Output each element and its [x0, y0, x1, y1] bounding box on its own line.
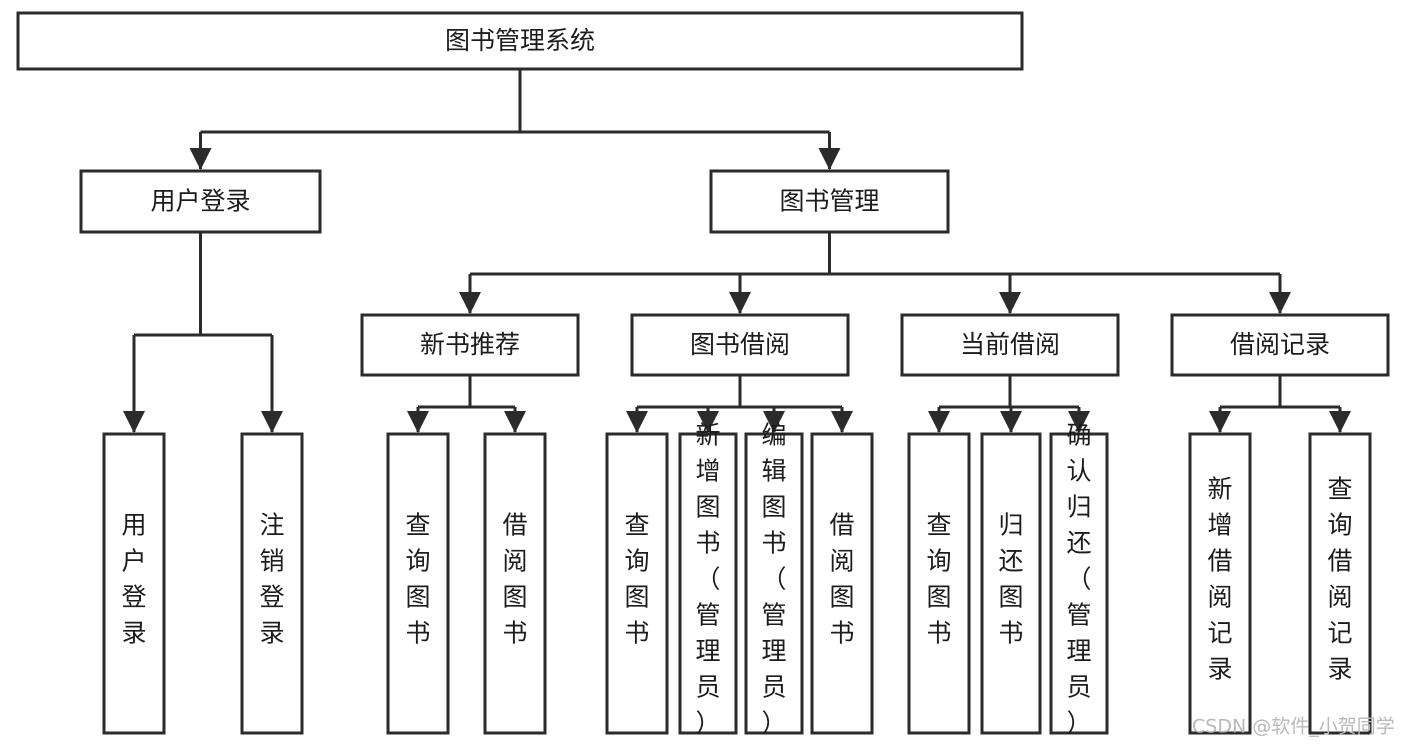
book-borrow-arrow-3	[831, 411, 853, 433]
current-borrow-arrow-0	[928, 411, 950, 433]
node-label-user-login: 用户登录	[150, 187, 250, 216]
node-label-confirm-return: 确认归还（管理员）	[1066, 421, 1091, 738]
book-borrow-arrow-2	[763, 411, 785, 433]
node-label-return-book: 归还图书	[998, 511, 1023, 648]
node-label-add-borrow-record: 新增借阅记录	[1207, 475, 1232, 684]
book-borrow-arrow-0	[626, 411, 648, 433]
node-box-book-borrow	[630, 313, 850, 377]
node-user-login[interactable]: 用户登录	[79, 169, 322, 234]
node-label-new-book-recommend: 新书推荐	[420, 330, 520, 359]
book-management-arrow-3	[1269, 292, 1291, 314]
current-borrow-arrow-1	[1000, 411, 1022, 433]
borrow-records-arrow-1	[1329, 411, 1351, 433]
node-borrow-book-2[interactable]: 借阅图书	[810, 432, 874, 735]
node-root[interactable]: 图书管理系统	[16, 11, 1024, 71]
node-label-login: 用户登录	[121, 511, 146, 648]
node-label-book-management: 图书管理	[779, 187, 879, 216]
new-book-recommend-arrow-1	[504, 411, 526, 433]
node-label-query-book-2: 查询图书	[624, 511, 649, 648]
node-book-borrow[interactable]: 图书借阅	[630, 313, 850, 377]
node-box-confirm-return	[1049, 432, 1109, 735]
root-arrow-1	[818, 148, 841, 170]
node-add-book[interactable]: 新增图书（管理员）	[678, 421, 738, 738]
node-label-query-book-3: 查询图书	[926, 511, 951, 648]
book-management-arrow-2	[999, 292, 1021, 314]
node-confirm-return[interactable]: 确认归还（管理员）	[1049, 421, 1109, 738]
node-box-user-login	[79, 169, 322, 234]
node-current-borrow[interactable]: 当前借阅	[900, 313, 1120, 377]
node-box-new-book-recommend	[360, 313, 580, 377]
node-box-current-borrow	[900, 313, 1120, 377]
node-add-borrow-record[interactable]: 新增借阅记录	[1188, 432, 1252, 735]
node-label-borrow-book-2: 借阅图书	[829, 511, 854, 648]
node-query-book-3[interactable]: 查询图书	[907, 432, 971, 735]
node-label-query-borrow-record: 查询借阅记录	[1327, 475, 1352, 684]
node-box-book-management	[709, 169, 950, 234]
node-box-root	[16, 11, 1024, 71]
book-borrow-arrow-1	[697, 411, 719, 433]
node-box-add-book	[678, 432, 738, 735]
node-box-query-book-1	[386, 432, 450, 735]
node-box-add-borrow-record	[1188, 432, 1252, 735]
current-borrow-arrow-2	[1068, 411, 1090, 433]
node-box-query-borrow-record	[1308, 432, 1372, 735]
node-label-edit-book: 编辑图书（管理员）	[761, 421, 786, 738]
node-box-return-book	[980, 432, 1042, 735]
nodes-layer: 图书管理系统用户登录用户登录注销登录图书管理新书推荐查询图书借阅图书图书借阅查询…	[16, 11, 1390, 738]
node-box-login	[102, 432, 166, 735]
node-new-book-recommend[interactable]: 新书推荐	[360, 313, 580, 377]
node-label-query-book-1: 查询图书	[405, 511, 430, 648]
node-query-borrow-record[interactable]: 查询借阅记录	[1308, 432, 1372, 735]
node-box-query-book-3	[907, 432, 971, 735]
node-box-logout	[240, 432, 304, 735]
connectors-layer	[123, 69, 1351, 433]
node-query-book-1[interactable]: 查询图书	[386, 432, 450, 735]
node-label-current-borrow: 当前借阅	[960, 330, 1060, 359]
node-borrow-book-1[interactable]: 借阅图书	[483, 432, 547, 735]
book-management-arrow-1	[729, 292, 751, 314]
node-login[interactable]: 用户登录	[102, 432, 166, 735]
node-query-book-2[interactable]: 查询图书	[605, 432, 669, 735]
borrow-records-arrow-0	[1209, 411, 1231, 433]
node-label-borrow-records: 借阅记录	[1230, 330, 1330, 359]
node-label-logout: 注销登录	[259, 511, 284, 648]
node-box-borrow-records	[1170, 313, 1390, 377]
node-label-add-book: 新增图书（管理员）	[695, 421, 720, 738]
node-box-query-book-2	[605, 432, 669, 735]
watermark-label: CSDN @软件_小贺同学	[1192, 716, 1395, 738]
user-login-arrow-0	[123, 411, 145, 433]
node-borrow-records[interactable]: 借阅记录	[1170, 313, 1390, 377]
node-box-borrow-book-2	[810, 432, 874, 735]
new-book-recommend-arrow-0	[407, 411, 429, 433]
node-edit-book[interactable]: 编辑图书（管理员）	[744, 421, 804, 738]
node-box-borrow-book-1	[483, 432, 547, 735]
node-label-borrow-book-1: 借阅图书	[502, 511, 527, 648]
node-label-root: 图书管理系统	[445, 26, 595, 55]
node-label-book-borrow: 图书借阅	[690, 330, 790, 359]
node-book-management[interactable]: 图书管理	[709, 169, 950, 234]
user-login-arrow-1	[261, 411, 283, 433]
book-management-arrow-0	[459, 292, 481, 314]
node-return-book[interactable]: 归还图书	[980, 432, 1042, 735]
node-logout[interactable]: 注销登录	[240, 432, 304, 735]
root-arrow-0	[189, 148, 212, 170]
node-box-edit-book	[744, 432, 804, 735]
